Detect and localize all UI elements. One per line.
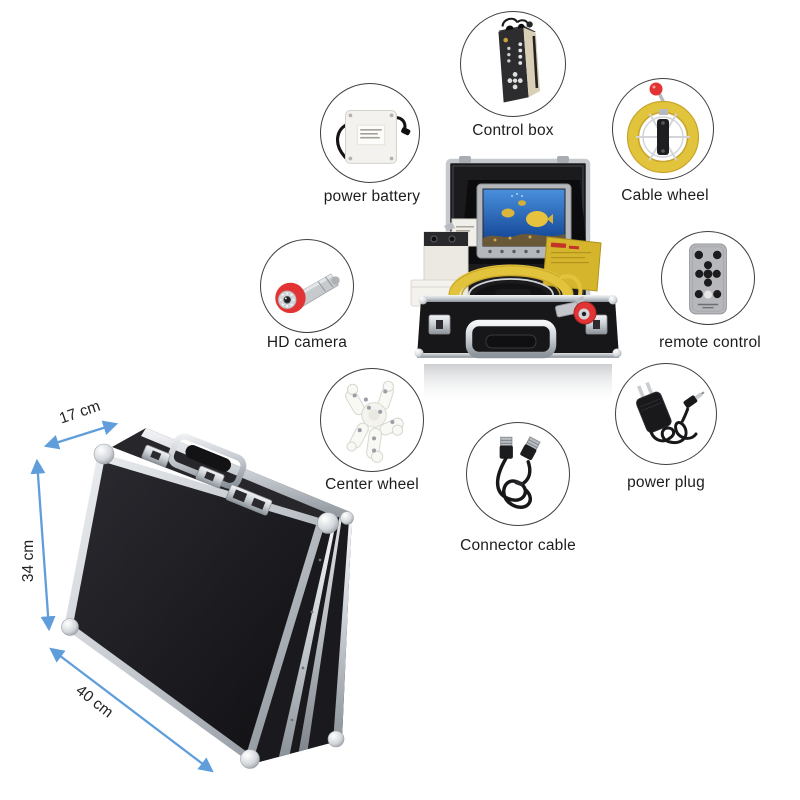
case-latch bbox=[195, 465, 225, 489]
reflection bbox=[424, 364, 612, 406]
case-side-panel bbox=[252, 514, 352, 764]
component-label: power battery bbox=[323, 188, 421, 205]
component-label: remote control bbox=[659, 334, 761, 351]
case-drawing bbox=[30, 420, 354, 773]
depth-arrow bbox=[43, 420, 119, 450]
component-label: Center wheel bbox=[325, 476, 419, 493]
component-label: Control box bbox=[472, 122, 554, 139]
dimension-height-label: 34 cm bbox=[20, 539, 37, 583]
battery-photo bbox=[320, 83, 420, 183]
base-handle bbox=[465, 319, 557, 359]
connector-cable-photo bbox=[466, 422, 570, 526]
component-label: Connector cable bbox=[460, 537, 576, 554]
width-arrow bbox=[49, 647, 214, 773]
height-arrow bbox=[30, 458, 56, 632]
mounted-camera-head bbox=[555, 296, 597, 325]
remote-photo bbox=[661, 231, 755, 325]
control-box-photo bbox=[460, 11, 566, 117]
dimension-arrows bbox=[30, 420, 214, 773]
case-latch bbox=[141, 444, 171, 468]
cable-wheel-photo bbox=[612, 78, 714, 180]
component-label: HD camera bbox=[266, 334, 348, 351]
power-plug-photo bbox=[615, 363, 717, 465]
main-product-photo bbox=[410, 156, 622, 406]
component-label: power plug bbox=[627, 474, 705, 491]
case-lock bbox=[225, 484, 273, 516]
case-front-panel bbox=[73, 462, 316, 752]
base-latch bbox=[428, 314, 608, 335]
component-label: Cable wheel bbox=[621, 187, 709, 204]
center-wheel-photo bbox=[320, 368, 424, 472]
case-corner-caps bbox=[61, 443, 354, 769]
camera-photo bbox=[260, 239, 354, 333]
